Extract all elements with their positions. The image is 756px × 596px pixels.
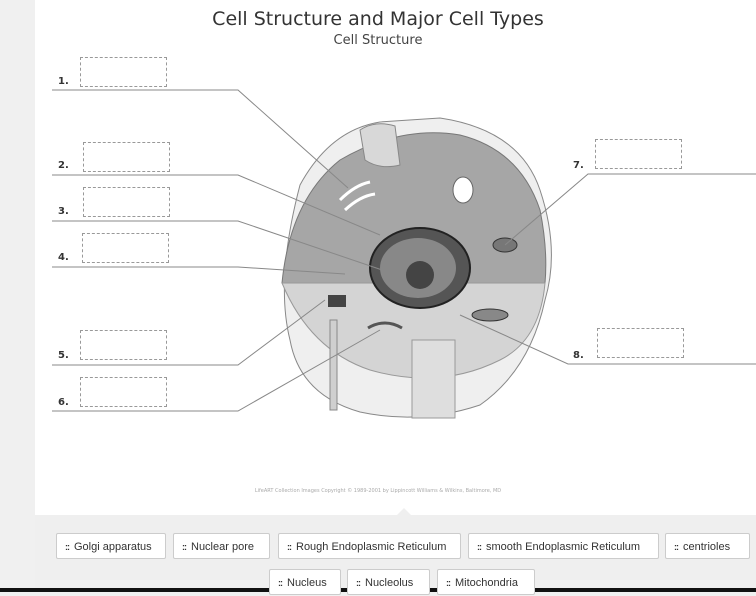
chip-label: Rough Endoplasmic Reticulum [296, 541, 447, 553]
chip-label: centrioles [683, 541, 731, 553]
chip-label: Nuclear pore [191, 541, 254, 553]
answer-chip-rough-er[interactable]: ::Rough Endoplasmic Reticulum [278, 533, 461, 559]
chip-label: Nucleolus [365, 577, 414, 589]
answer-chip-nucleolus[interactable]: ::Nucleolus [347, 569, 430, 595]
drop-zone-7[interactable] [595, 139, 682, 169]
page-title: Cell Structure and Major Cell Types [212, 8, 544, 30]
answer-chip-mitochondria[interactable]: ::Mitochondria [437, 569, 535, 595]
chip-label: Mitochondria [455, 577, 518, 589]
drop-zone-6[interactable] [80, 377, 167, 407]
footer-pointer [396, 508, 412, 516]
drop-zone-3[interactable] [83, 187, 170, 217]
label-number-4: 4. [58, 252, 69, 263]
drag-handle-icon: :: [287, 542, 292, 552]
label-number-2: 2. [58, 160, 69, 171]
label-number-6: 6. [58, 397, 69, 408]
cell-illustration [52, 89, 756, 419]
drag-handle-icon: :: [65, 542, 70, 552]
drop-zone-4[interactable] [82, 233, 169, 263]
drop-zone-1[interactable] [80, 57, 167, 87]
drop-zone-8[interactable] [597, 328, 684, 358]
copyright-notice: LifeART Collection Images Copyright © 19… [254, 488, 502, 494]
label-number-5: 5. [58, 350, 69, 361]
label-number-3: 3. [58, 206, 69, 217]
label-number-7: 7. [573, 160, 584, 171]
label-number-1: 1. [58, 76, 69, 87]
answer-chip-smooth-er[interactable]: ::smooth Endoplasmic Reticulum [468, 533, 659, 559]
chip-label: Nucleus [287, 577, 327, 589]
drag-handle-icon: :: [356, 578, 361, 588]
leader-lines [52, 89, 756, 412]
drag-handle-icon: :: [446, 578, 451, 588]
drop-zone-2[interactable] [83, 142, 170, 172]
drag-handle-icon: :: [674, 542, 679, 552]
answer-chip-nuclear-pore[interactable]: ::Nuclear pore [173, 533, 270, 559]
chip-label: Golgi apparatus [74, 541, 152, 553]
answer-chip-nucleus[interactable]: ::Nucleus [269, 569, 341, 595]
cell-body [281, 117, 552, 419]
drag-handle-icon: :: [278, 578, 283, 588]
page-subtitle: Cell Structure [333, 33, 423, 48]
answer-chip-centrioles[interactable]: ::centrioles [665, 533, 750, 559]
chip-label: smooth Endoplasmic Reticulum [486, 541, 641, 553]
drag-handle-icon: :: [182, 542, 187, 552]
drag-handle-icon: :: [477, 542, 482, 552]
drop-zone-5[interactable] [80, 330, 167, 360]
label-number-8: 8. [573, 350, 584, 361]
answer-chip-golgi-apparatus[interactable]: ::Golgi apparatus [56, 533, 166, 559]
